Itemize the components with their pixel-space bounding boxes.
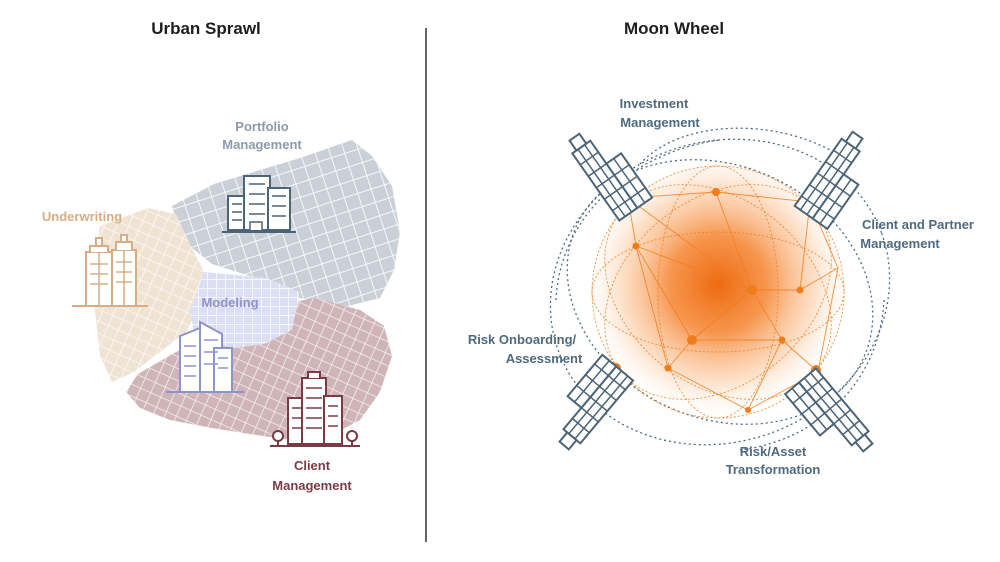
client-partner-building-icon bbox=[793, 127, 883, 230]
risk-onboarding-label: Risk Onboarding/ Assessment bbox=[468, 332, 583, 366]
moon-wheel-title: Moon Wheel bbox=[624, 19, 724, 38]
svg-text:Management: Management bbox=[222, 137, 302, 152]
urban-sprawl-title: Urban Sprawl bbox=[151, 19, 261, 38]
risk-asset-label: Risk/Asset Transformation bbox=[726, 444, 821, 477]
svg-text:Investment: Investment bbox=[620, 96, 689, 111]
svg-text:Transformation: Transformation bbox=[726, 462, 821, 477]
client-partner-label: Client and Partner Management bbox=[860, 217, 974, 251]
svg-text:Client and Partner: Client and Partner bbox=[862, 217, 974, 232]
modeling-region bbox=[190, 272, 300, 348]
svg-text:Risk/Asset: Risk/Asset bbox=[740, 444, 807, 459]
moon-wheel-panel: Moon Wheel bbox=[468, 19, 974, 477]
modeling-label: Modeling bbox=[201, 295, 258, 310]
svg-text:Portfolio: Portfolio bbox=[235, 119, 288, 134]
svg-text:Client: Client bbox=[294, 458, 331, 473]
svg-text:Risk Onboarding/: Risk Onboarding/ bbox=[468, 332, 577, 347]
underwriting-building-icon bbox=[72, 234, 148, 307]
portfolio-building-icon bbox=[222, 175, 296, 233]
risk-onboarding-building-icon bbox=[540, 353, 634, 454]
client-label: Client Management bbox=[272, 458, 352, 493]
portfolio-label: Portfolio Management bbox=[222, 119, 302, 152]
modeling-building-icon bbox=[166, 320, 244, 393]
svg-text:Management: Management bbox=[272, 478, 352, 493]
moon-sphere bbox=[592, 166, 844, 418]
svg-text:Assessment: Assessment bbox=[506, 351, 583, 366]
urban-sprawl-panel: Urban Sprawl P bbox=[42, 19, 400, 493]
investment-building-icon bbox=[564, 119, 654, 222]
client-building-icon bbox=[270, 371, 360, 447]
underwriting-label: Underwriting bbox=[42, 209, 122, 224]
investment-label: Investment Management bbox=[620, 96, 701, 130]
svg-text:Management: Management bbox=[620, 115, 700, 130]
svg-text:Management: Management bbox=[860, 236, 940, 251]
